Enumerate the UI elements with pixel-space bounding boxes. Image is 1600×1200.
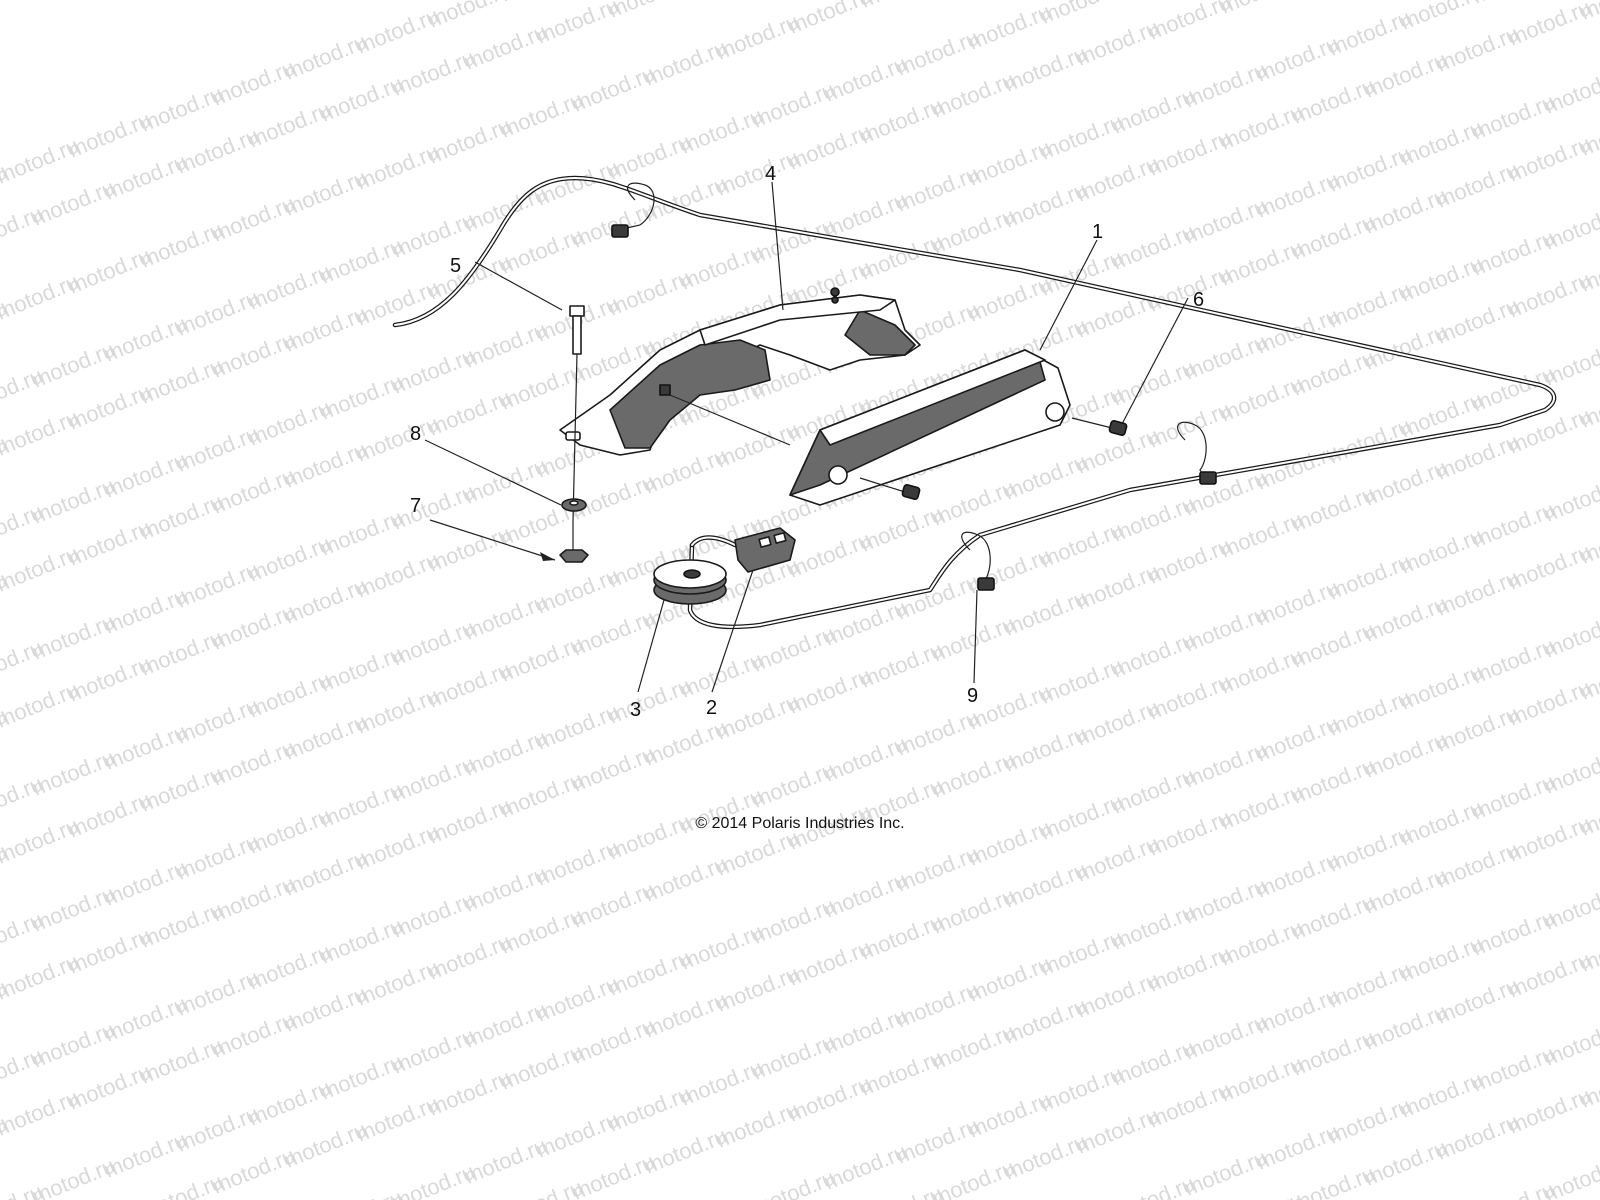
callout-7: 8 bbox=[410, 423, 421, 445]
leader-lines bbox=[424, 181, 1189, 693]
callout-9: 9 bbox=[967, 685, 978, 707]
watermark-text: motod.ru bbox=[497, 0, 587, 7]
watermark-text: motod.ru bbox=[1577, 0, 1600, 25]
wire-harness bbox=[392, 175, 1557, 630]
nut-part bbox=[559, 520, 589, 563]
callout-1: 1 bbox=[1092, 221, 1103, 243]
watermark-text: motod.ru bbox=[1469, 0, 1559, 9]
callout-labels: 1 2 3 4 5 6 8 7 9 bbox=[410, 163, 1204, 721]
watermark-text: motod.ru bbox=[1541, 1151, 1600, 1200]
wire-clip-left bbox=[611, 182, 655, 238]
watermark-text: motod.ru bbox=[425, 0, 515, 33]
wire-clip-9 bbox=[961, 531, 995, 591]
copyright-notice: © 2014 Polaris Industries Inc. bbox=[695, 815, 905, 832]
callout-5: 5 bbox=[450, 255, 461, 277]
tail-light-lens-part bbox=[789, 349, 1071, 506]
callout-4: 4 bbox=[765, 163, 776, 185]
callout-8: 7 bbox=[410, 495, 421, 517]
watermark-text: motod.ru bbox=[1217, 0, 1307, 19]
connector-part bbox=[734, 527, 796, 573]
watermark-text: motod.ru bbox=[1037, 0, 1127, 29]
watermark-text: motod.ru bbox=[785, 0, 875, 39]
bolt-part bbox=[569, 305, 585, 521]
wire-clip-right bbox=[1177, 421, 1217, 485]
screw-part bbox=[859, 417, 1128, 500]
watermark-text: motod.ru bbox=[1397, 0, 1487, 35]
washer-part bbox=[561, 498, 587, 512]
callout-2: 2 bbox=[706, 697, 717, 719]
watermark-text: motod.ru bbox=[605, 0, 695, 23]
bracket-part bbox=[559, 287, 921, 456]
watermark-text: motod.ru bbox=[857, 0, 947, 13]
callout-3: 3 bbox=[630, 699, 641, 721]
grommet-part bbox=[653, 559, 727, 605]
watermark-text: motod.ru bbox=[1109, 0, 1199, 3]
callout-6: 6 bbox=[1193, 289, 1204, 311]
